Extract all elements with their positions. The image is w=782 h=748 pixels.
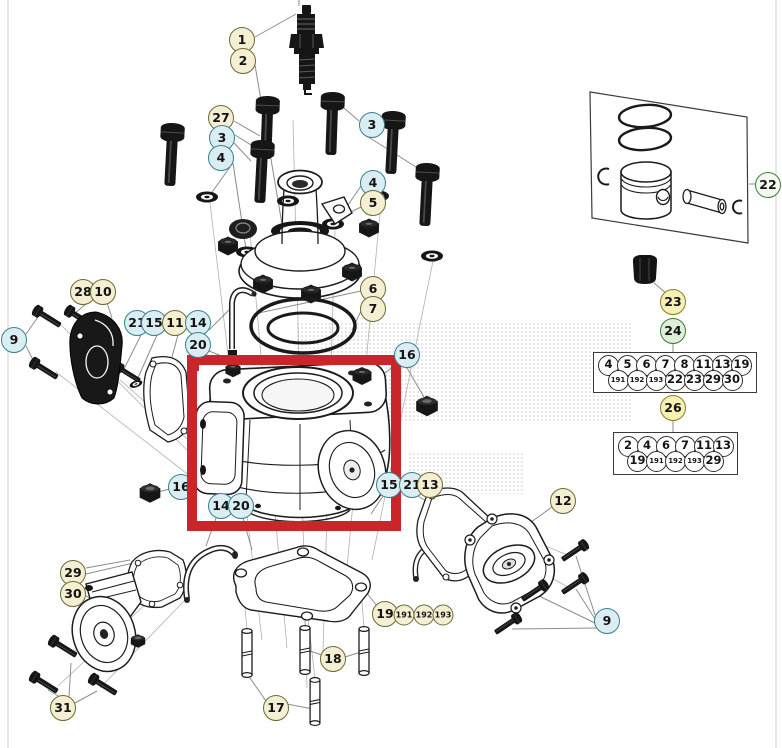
callout-20: 20 [185, 332, 211, 358]
callout-5: 5 [360, 190, 386, 216]
callout-3: 3 [359, 112, 385, 138]
left-valve-cover-assembly [26, 303, 191, 443]
callout-20: 20 [228, 493, 254, 519]
callout-15: 15 [376, 472, 402, 498]
kit-number-191: 191 [646, 450, 667, 472]
callout-2: 2 [230, 48, 256, 74]
piston-kit-panel [589, 91, 749, 244]
cylinder [193, 358, 391, 523]
callout-23: 23 [660, 289, 686, 315]
callout-22: 22 [755, 172, 781, 198]
callout-18: 18 [320, 646, 346, 672]
callout-7: 7 [360, 296, 386, 322]
callout-31: 31 [50, 695, 76, 721]
callout-15: 15 [141, 310, 167, 336]
head-bolts [156, 90, 441, 228]
kit-number-191: 191 [607, 369, 629, 391]
callout-30: 30 [60, 581, 86, 607]
highlight-rectangle [187, 355, 401, 531]
callout-4: 4 [208, 145, 234, 171]
circlips [597, 167, 743, 215]
callout-192: 192 [413, 604, 435, 626]
kit-number-193: 193 [684, 450, 705, 472]
piston-pin [682, 188, 727, 215]
callout-24: 24 [660, 318, 686, 344]
base-gasket [232, 545, 371, 623]
page-border-lines [7, 0, 777, 748]
callout-9: 9 [594, 608, 620, 634]
kit-number-193: 193 [645, 369, 667, 391]
callout-11: 11 [162, 310, 188, 336]
kit-number-19: 19 [627, 450, 648, 472]
cylinder-head [218, 169, 379, 304]
callout-17: 17 [263, 695, 289, 721]
rubber-cap [632, 255, 658, 284]
callout-13: 13 [417, 472, 443, 498]
callout-16: 16 [394, 342, 420, 368]
kit-number-29: 29 [702, 369, 724, 391]
kit-number-192: 192 [665, 450, 686, 472]
kit-number-192: 192 [626, 369, 648, 391]
piston [620, 161, 672, 220]
exhaust-flange [193, 400, 245, 496]
o-rings [249, 297, 357, 355]
kit-number-30: 30 [721, 369, 743, 391]
callout-12: 12 [550, 488, 576, 514]
power-valve-housing [317, 429, 387, 511]
bottom-left-cover-assembly [26, 549, 187, 699]
callout-191: 191 [393, 604, 415, 626]
kit-number-22: 22 [664, 369, 686, 391]
spark-plug [289, 0, 324, 95]
callout-193: 193 [432, 604, 454, 626]
piston-rings [617, 103, 673, 152]
callout-9: 9 [1, 327, 27, 353]
callout-29: 29 [60, 560, 86, 586]
kit-number-23: 23 [683, 369, 705, 391]
callout-14: 14 [185, 310, 211, 336]
dowel-studs [241, 624, 370, 727]
left-cover-gasket [143, 355, 191, 443]
callout-26: 26 [660, 395, 686, 421]
callout-10: 10 [90, 279, 116, 305]
kit-number-29: 29 [703, 450, 724, 472]
right-cover-assembly [416, 487, 592, 638]
bottom-hose-left [183, 544, 238, 603]
left-valve-cover [69, 311, 123, 405]
